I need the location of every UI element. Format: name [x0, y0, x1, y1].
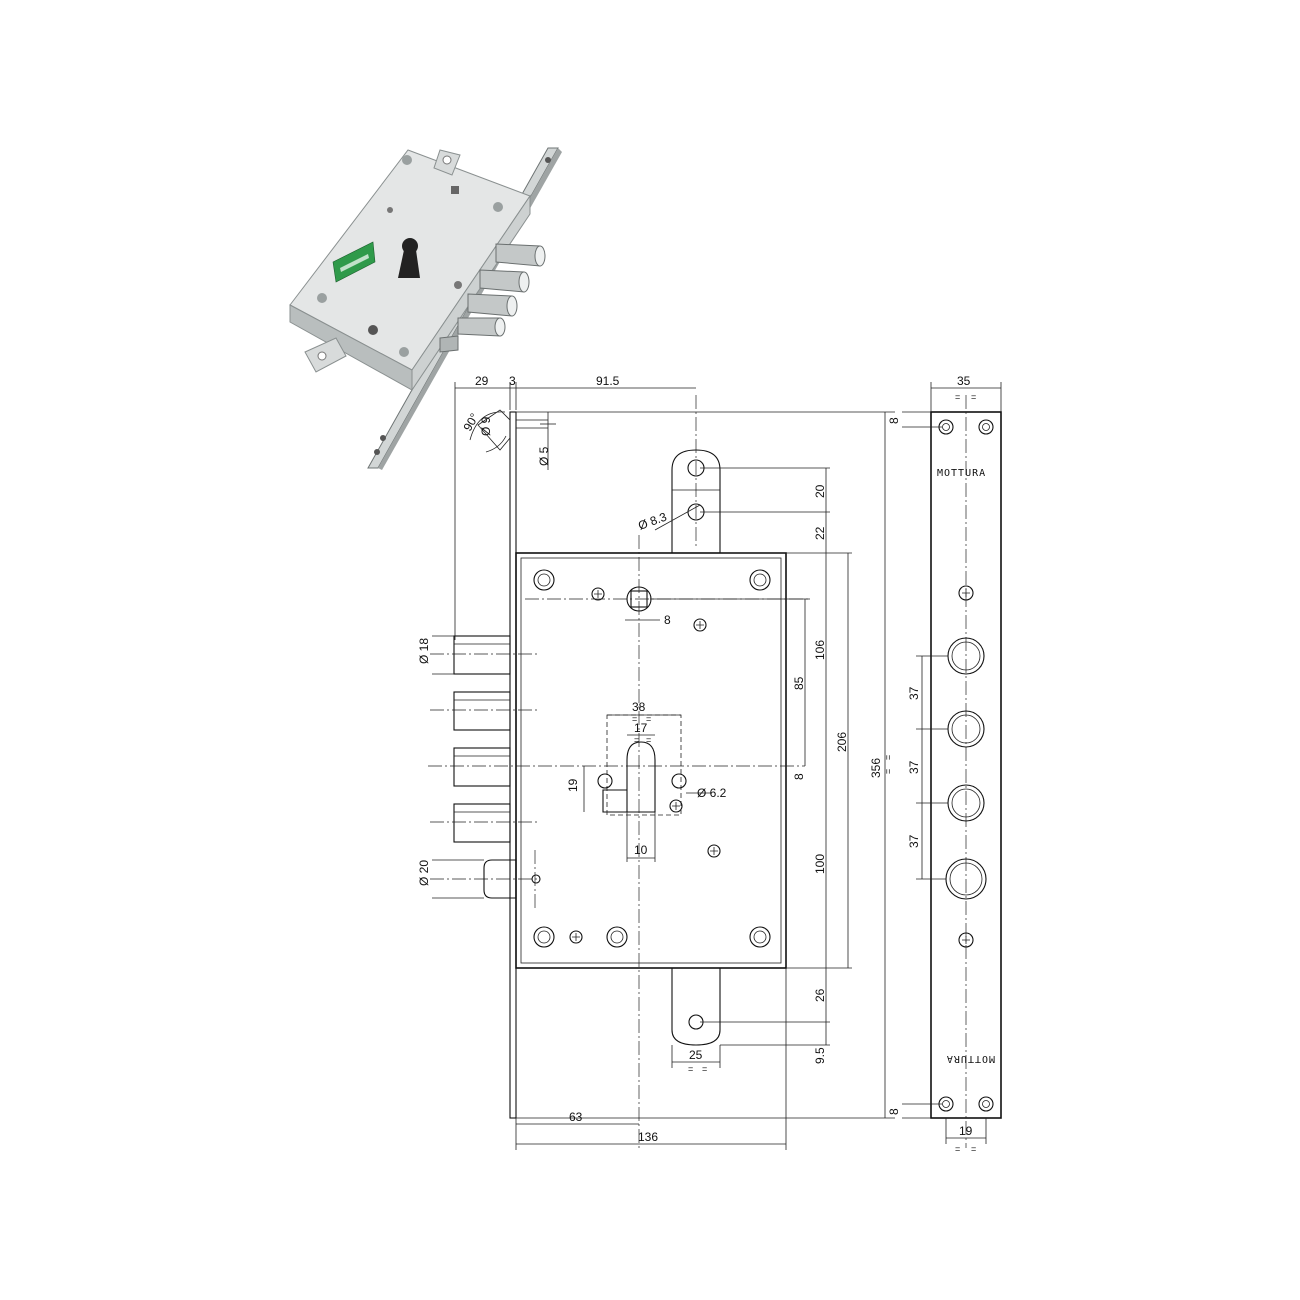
dimension-labels: 29 3 91.5 90° Ø 9 Ø 5 Ø 8.3 20 22 8 Ø 18… [417, 374, 995, 1154]
dim-spindle-square: 8 [664, 613, 671, 627]
equal-marker-38-2: = [646, 714, 651, 724]
dim-hook-top-height: 20 [813, 484, 827, 498]
dim-cylinder-to-bottom: 100 [813, 854, 827, 874]
dim-body-height: 206 [835, 732, 849, 752]
dim-spindle-to-cylinder: 85 [792, 676, 806, 690]
photo-bolts [439, 243, 546, 353]
dim-hook-to-body: 22 [813, 526, 827, 540]
dim-end-hole-offset-bottom: 8 [887, 1108, 901, 1115]
equal-marker-17-1: = [634, 735, 639, 745]
front-dimension-lines [432, 382, 895, 1150]
dim-cylinder-gap: 8 [792, 773, 806, 780]
dim-bottom-hook-hole-offset: 9.5 [813, 1047, 827, 1064]
equal-marker-38-1: = [632, 714, 637, 724]
equal-marker-bottom-1: = [955, 1144, 960, 1154]
dim-hole-small: Ø 5 [537, 446, 551, 466]
dim-bolt-pitch-3: 37 [907, 834, 921, 848]
dim-backset: 63 [569, 1110, 583, 1124]
dim-hook-hole: Ø 8.3 [636, 510, 669, 533]
equal-marker-bottom-2: = [971, 1144, 976, 1154]
equal-marker-17-2: = [646, 735, 651, 745]
lock-product-photo [289, 147, 562, 470]
equal-marker-356-2: = [883, 755, 893, 760]
equal-marker-25-2: = [702, 1064, 707, 1074]
dim-bottom-hook-width: 25 [689, 1048, 703, 1062]
dim-bolt-pitch-1: 37 [907, 686, 921, 700]
screw-heads [569, 587, 721, 944]
equal-marker-356-1: = [883, 769, 893, 774]
brand-bottom: MOTTURA [946, 1053, 995, 1064]
faceplate-view [902, 382, 1002, 1148]
lock-front-view [428, 395, 810, 1148]
dim-faceplate-hole-spacing: 19 [959, 1124, 973, 1138]
dim-bolt-pitch-2: 37 [907, 760, 921, 774]
dim-cylinder-bottom-width: 10 [634, 843, 648, 857]
equal-marker-top-1: = [955, 392, 960, 402]
dim-bolt-diameter: Ø 18 [417, 638, 431, 664]
dim-faceplate-to-body: 29 [475, 374, 489, 388]
dim-backset-hook: 91.5 [596, 374, 620, 388]
dim-end-hole-offset-top: 8 [887, 417, 901, 424]
dim-faceplate-length: 356 [869, 758, 883, 778]
bolts-side [453, 635, 511, 843]
dim-cylinder-offset-height: 19 [566, 778, 580, 792]
dim-body-depth: 136 [638, 1130, 658, 1144]
equal-marker-top-2: = [971, 392, 976, 402]
dim-cylinder-screw: Ø 6.2 [697, 786, 727, 800]
dim-bottom-hook-height: 26 [813, 988, 827, 1002]
dim-top-to-cylinder: 106 [813, 640, 827, 660]
dim-cylinder-fixing-width: 38 [632, 700, 646, 714]
equal-marker-25-1: = [688, 1064, 693, 1074]
dim-hole-top-left: Ø 9 [479, 416, 493, 436]
dim-latch-diameter: Ø 20 [417, 860, 431, 886]
dim-faceplate-width: 35 [957, 374, 971, 388]
brand-top: MOTTURA [937, 468, 986, 479]
dim-faceplate-thickness: 3 [509, 374, 516, 388]
dim-cylinder-width: 17 [634, 721, 648, 735]
